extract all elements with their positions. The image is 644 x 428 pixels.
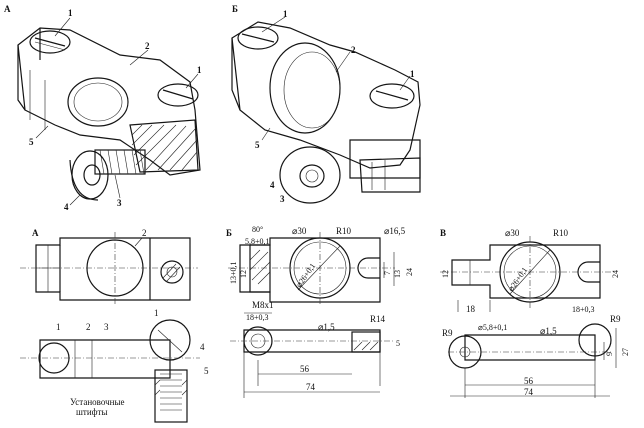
svg-text:2: 2 bbox=[145, 41, 150, 51]
svg-text:⌀30: ⌀30 bbox=[505, 228, 520, 238]
svg-text:3: 3 bbox=[280, 194, 285, 204]
svg-text:5: 5 bbox=[396, 339, 400, 348]
svg-text:27: 27 bbox=[621, 348, 630, 356]
svg-text:18: 18 bbox=[466, 304, 476, 314]
svg-text:3: 3 bbox=[104, 322, 109, 332]
callouts-drawing-a: 1 2 3 1 4 5 bbox=[56, 308, 209, 376]
panel-letter-b-drawing: Б bbox=[226, 228, 232, 238]
svg-text:13: 13 bbox=[393, 270, 402, 278]
svg-text:12: 12 bbox=[441, 270, 450, 278]
svg-text:7: 7 bbox=[383, 271, 392, 275]
svg-text:9: 9 bbox=[605, 352, 614, 356]
dimensions-drawing-b: 80° 5,8+0,1 ⌀30 R10 ⌀16,5 13+0,1 12 ⌀26+… bbox=[229, 225, 414, 392]
callouts-iso-b: 1 2 1 5 4 3 bbox=[255, 9, 415, 204]
svg-text:⌀30: ⌀30 bbox=[292, 226, 307, 236]
svg-text:12: 12 bbox=[239, 270, 248, 278]
svg-text:24: 24 bbox=[405, 268, 414, 276]
orthographic-drawing-a: А 2 bbox=[20, 228, 209, 423]
svg-text:2: 2 bbox=[142, 228, 147, 238]
svg-text:56: 56 bbox=[300, 364, 310, 374]
panel-letter-b-iso: Б bbox=[232, 4, 238, 14]
svg-text:⌀5,8+0,1: ⌀5,8+0,1 bbox=[478, 323, 507, 332]
caption-pins-line2: штифты bbox=[76, 407, 108, 417]
svg-text:5,8+0,1: 5,8+0,1 bbox=[245, 237, 270, 246]
svg-text:56: 56 bbox=[524, 376, 534, 386]
svg-text:⌀1,5: ⌀1,5 bbox=[540, 326, 557, 336]
panel-letter-a-drawing: А bbox=[32, 228, 39, 238]
svg-text:R14: R14 bbox=[370, 314, 386, 324]
svg-text:3: 3 bbox=[117, 198, 122, 208]
svg-text:R9: R9 bbox=[610, 314, 621, 324]
svg-text:1: 1 bbox=[154, 308, 159, 318]
caption-pins-line1: Установочные bbox=[70, 397, 124, 407]
svg-text:5: 5 bbox=[255, 140, 260, 150]
svg-text:1: 1 bbox=[410, 69, 415, 79]
svg-text:4: 4 bbox=[200, 342, 205, 352]
svg-text:1: 1 bbox=[283, 9, 288, 19]
svg-text:80°: 80° bbox=[252, 225, 263, 234]
panel-letter-a-iso: А bbox=[4, 4, 11, 14]
svg-text:4: 4 bbox=[270, 180, 275, 190]
svg-text:5: 5 bbox=[29, 137, 34, 147]
panel-letter-c-drawing: В bbox=[440, 228, 446, 238]
svg-text:R9: R9 bbox=[442, 328, 453, 338]
svg-text:2: 2 bbox=[86, 322, 91, 332]
svg-text:⌀16,5: ⌀16,5 bbox=[384, 226, 406, 236]
svg-text:2: 2 bbox=[351, 45, 356, 55]
svg-text:⌀1,5: ⌀1,5 bbox=[318, 322, 335, 332]
callouts-iso-a: 1 2 1 5 4 3 bbox=[29, 8, 202, 212]
orthographic-drawing-b: Б 80° bbox=[226, 225, 414, 398]
svg-text:1: 1 bbox=[56, 322, 61, 332]
svg-text:13+0,1: 13+0,1 bbox=[229, 261, 238, 284]
orthographic-drawing-c: В ⌀30 R10 12 ⌀26+0,1 24 18 18+0,3 bbox=[440, 228, 630, 398]
isometric-view-a: А bbox=[4, 4, 202, 212]
svg-text:⌀26+0,1: ⌀26+0,1 bbox=[506, 266, 529, 294]
svg-text:R10: R10 bbox=[553, 228, 569, 238]
svg-text:⌀26+0,1: ⌀26+0,1 bbox=[294, 262, 317, 290]
svg-text:18+0,3: 18+0,3 bbox=[246, 313, 269, 322]
svg-text:24: 24 bbox=[611, 270, 620, 278]
isometric-view-b: Б 1 2 1 5 4 3 bbox=[231, 4, 421, 204]
svg-text:18+0,3: 18+0,3 bbox=[572, 305, 595, 314]
svg-text:4: 4 bbox=[64, 202, 69, 212]
svg-text:M8x1: M8x1 bbox=[252, 300, 274, 310]
svg-text:1: 1 bbox=[68, 8, 73, 18]
svg-text:1: 1 bbox=[197, 65, 202, 75]
svg-text:74: 74 bbox=[306, 382, 316, 392]
svg-text:R10: R10 bbox=[336, 226, 352, 236]
svg-text:74: 74 bbox=[524, 387, 534, 397]
dimensions-drawing-c: ⌀30 R10 12 ⌀26+0,1 24 18 18+0,3 R9 ⌀5,8+… bbox=[441, 228, 630, 397]
svg-text:5: 5 bbox=[204, 366, 209, 376]
